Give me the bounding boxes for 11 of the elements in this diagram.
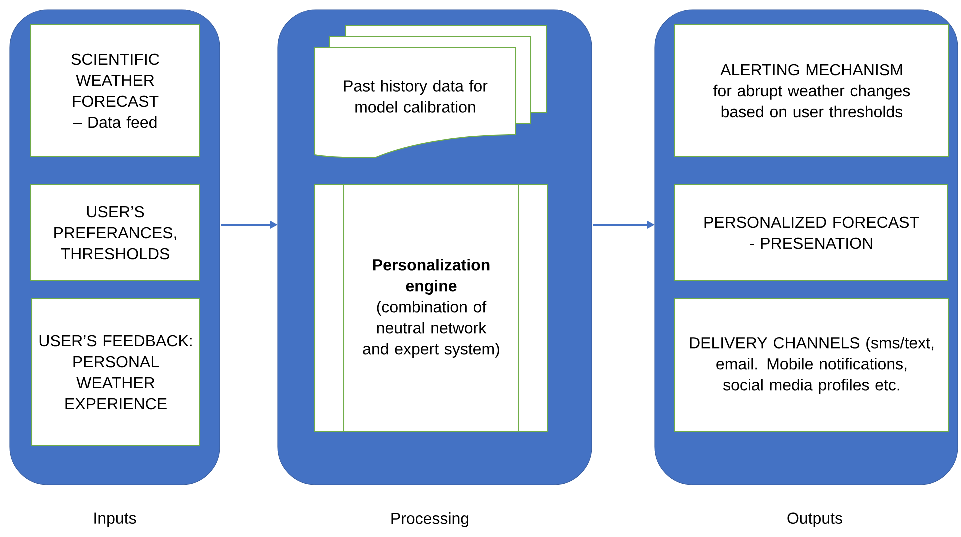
- panel-caption: Outputs: [788, 512, 842, 528]
- text-box: ALERTING MECHANISM for abrupt weather changes based on user thresholds: [674, 24, 950, 158]
- text-box: USER’S FEEDBACK: PERSONAL WEATHER EXPERIENCE: [32, 298, 200, 446]
- document-stack: Past history data for model calibration: [314, 26, 548, 158]
- predefined-process-box: Personalization engine (combination of neutral network and expert system): [314, 184, 548, 432]
- text-box: DELIVERY CHANNELS (sms/text, email. Mobile notifications, social media profiles etc.: [674, 298, 950, 432]
- text-box: PERSONALIZED FORECAST - PRESENATION: [674, 184, 948, 282]
- text-box: SCIENTIFIC WEATHER FORECAST – Data feed: [30, 24, 200, 158]
- panel-caption: Inputs: [94, 512, 136, 528]
- text-box: USER’S PREFERANCES, THRESHOLDS: [30, 184, 200, 282]
- panel-caption: Processing: [392, 512, 469, 528]
